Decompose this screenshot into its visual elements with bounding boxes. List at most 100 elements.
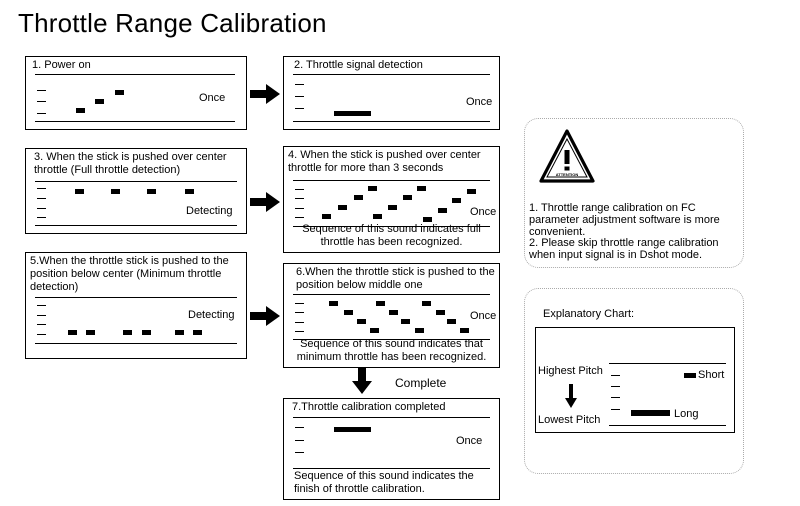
step-4-tone xyxy=(467,189,476,194)
step-5-tick xyxy=(37,305,46,306)
step-3-top-line xyxy=(35,181,237,182)
step-5-tone xyxy=(193,330,202,335)
step-4-tone xyxy=(417,186,426,191)
step-7-top-line xyxy=(293,417,490,418)
warning-icon xyxy=(539,129,595,183)
step-6-tone xyxy=(357,319,366,324)
step-1-tick xyxy=(37,113,46,114)
step-1-box: 1. Power on Once xyxy=(25,56,247,130)
complete-label: Complete xyxy=(395,376,447,390)
step-2-tone xyxy=(334,111,371,116)
step-6-bottom-line xyxy=(293,339,490,340)
step-1-tick xyxy=(37,101,46,102)
step-3-tone xyxy=(147,189,156,194)
step-2-caption: 2. Throttle signal detection xyxy=(294,59,423,71)
explanatory-panel: Explanatory Chart: Highest Pitch Lowest … xyxy=(524,288,744,474)
step-3-box: 3. When the stick is pushed over center … xyxy=(25,148,247,234)
step-3-tag: Detecting xyxy=(186,205,233,217)
step-7-tick xyxy=(295,440,304,441)
step-2-tick xyxy=(295,96,304,97)
step-7-tick xyxy=(295,427,304,428)
step-7-tag: Once xyxy=(456,435,483,447)
explanatory-title: Explanatory Chart: xyxy=(543,308,635,320)
step-2-tag: Once xyxy=(466,96,493,108)
step-1-tone xyxy=(76,108,85,113)
step-7-tone xyxy=(334,427,371,432)
step-7-footer: Sequence of this sound indicates the fin… xyxy=(294,470,474,495)
step-4-tone xyxy=(354,195,363,200)
arrow-right-icon xyxy=(250,84,280,104)
step-5-tone xyxy=(86,330,95,335)
step-6-tone xyxy=(344,310,353,315)
step-4-tick xyxy=(295,189,304,190)
long-tone xyxy=(631,410,670,416)
step-6-tick xyxy=(295,303,304,304)
step-3-tick xyxy=(37,208,46,209)
arrow-right-icon xyxy=(250,192,280,212)
explanatory-tick xyxy=(611,386,620,387)
explanatory-tick xyxy=(611,397,620,398)
page-title: Throttle Range Calibration xyxy=(18,8,327,38)
step-5-tick xyxy=(37,334,46,335)
attention-panel: ATTENTION 1. Throttle range calibration … xyxy=(524,118,744,268)
explanatory-bottom-line xyxy=(609,425,726,426)
long-label: Long xyxy=(674,408,699,420)
step-3-tick xyxy=(37,188,46,189)
step-5-tag: Detecting xyxy=(188,309,235,321)
step-6-tick xyxy=(295,322,304,323)
step-5-box: 5.When the throttle stick is pushed to t… xyxy=(25,252,247,359)
arrow-down-icon xyxy=(565,384,577,408)
arrow-right-icon xyxy=(250,306,280,326)
step-4-caption: 4. When the stick is pushed over center … xyxy=(288,149,481,174)
step-4-top-line xyxy=(293,180,490,181)
highest-pitch-label: Highest Pitch xyxy=(538,365,603,377)
step-3-tick xyxy=(37,217,46,218)
step-4-tick xyxy=(295,217,304,218)
step-6-tone xyxy=(422,301,431,306)
step-6-top-line xyxy=(293,294,490,295)
explanatory-chart xyxy=(535,327,735,433)
step-4-tone xyxy=(322,214,331,219)
step-5-bottom-line xyxy=(35,343,237,344)
step-6-tone xyxy=(447,319,456,324)
step-4-tag: Once xyxy=(470,206,497,218)
explanatory-tick xyxy=(611,409,620,410)
step-2-tick xyxy=(295,108,304,109)
step-1-top-line xyxy=(35,74,235,75)
step-4-tick xyxy=(295,198,304,199)
step-6-tone xyxy=(329,301,338,306)
step-4-tick xyxy=(295,208,304,209)
step-4-tone xyxy=(338,205,347,210)
step-5-tick xyxy=(37,315,46,316)
arrow-down-icon xyxy=(352,368,372,394)
step-4-tone xyxy=(438,208,447,213)
step-4-tone xyxy=(403,195,412,200)
step-6-tick xyxy=(295,312,304,313)
step-6-caption: 6.When the throttle stick is pushed to t… xyxy=(296,266,495,291)
step-1-bottom-line xyxy=(35,121,235,122)
step-6-footer: Sequence of this sound indicates that mi… xyxy=(296,338,487,363)
step-2-bottom-line xyxy=(293,121,490,122)
step-3-tone xyxy=(185,189,194,194)
step-6-box: 6.When the throttle stick is pushed to t… xyxy=(283,263,500,368)
step-6-tick xyxy=(295,331,304,332)
step-4-tone xyxy=(423,217,432,222)
step-1-caption: 1. Power on xyxy=(32,59,91,71)
step-3-tone xyxy=(75,189,84,194)
explanatory-tick xyxy=(611,375,620,376)
step-6-tone xyxy=(436,310,445,315)
step-4-tone xyxy=(368,186,377,191)
step-7-caption: 7.Throttle calibration completed xyxy=(292,401,446,413)
step-7-bottom-line xyxy=(293,468,490,469)
attention-note-1: 1. Throttle range calibration on FC para… xyxy=(529,202,720,238)
step-6-tone xyxy=(376,301,385,306)
step-5-top-line xyxy=(35,297,237,298)
step-1-tick xyxy=(37,90,46,91)
step-2-tick xyxy=(295,84,304,85)
step-5-tick xyxy=(37,324,46,325)
lowest-pitch-label: Lowest Pitch xyxy=(538,414,601,426)
step-6-tag: Once xyxy=(470,310,497,322)
step-3-tone xyxy=(111,189,120,194)
attention-note-2: 2. Please skip throttle range calibratio… xyxy=(529,237,719,261)
step-6-tone xyxy=(460,328,469,333)
